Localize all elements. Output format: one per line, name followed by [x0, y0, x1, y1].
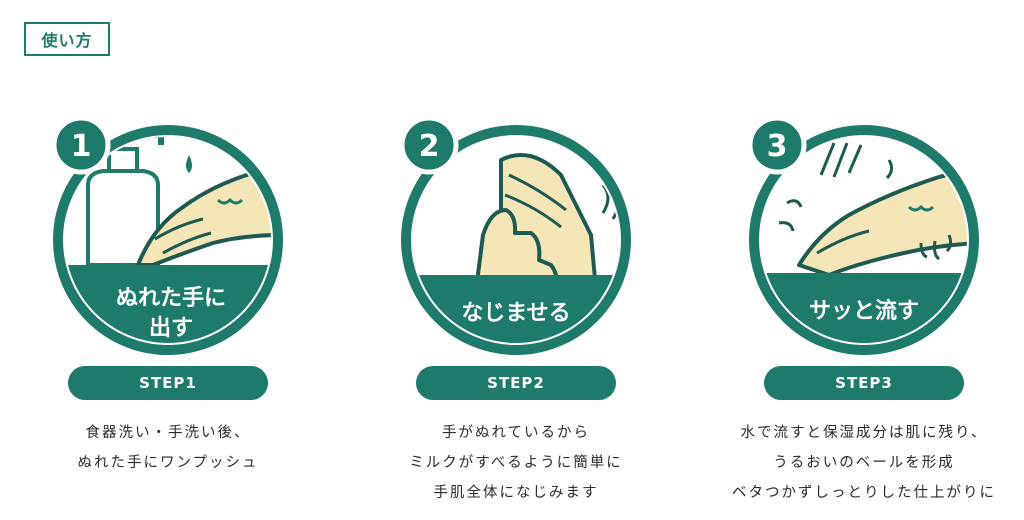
step-1-pill: STEP1	[68, 366, 268, 400]
rubbing-hands-icon: なじませる 2	[399, 115, 631, 355]
step-2-description: 手がぬれているから ミルクがすべるように簡単に 手肌全体になじみます	[366, 418, 666, 508]
step-1-label-line-1: ぬれた手に	[116, 286, 226, 311]
step-3-number-badge: 3	[767, 129, 788, 164]
step-2-label: なじませる	[461, 301, 570, 326]
step-2-desc-line-2: ミルクがすべるように簡単に	[409, 455, 623, 471]
step-1-label-line-2: 出す	[149, 316, 193, 341]
step-3-pill: STEP3	[764, 366, 964, 400]
step-2-pill: STEP2	[416, 366, 616, 400]
pump-bottle-hand-icon: ぬれた手に 出す 1	[51, 115, 283, 355]
step-3-desc-line-3: ベタつかずしっとりした仕上がりに	[732, 485, 996, 501]
step-1-desc-line-2: ぬれた手にワンプッシュ	[77, 455, 259, 471]
step-2-desc-line-3: 手肌全体になじみます	[433, 485, 599, 501]
step-3-desc-line-1: 水で流すと保湿成分は肌に残り、	[740, 425, 988, 441]
step-1-description: 食器洗い・手洗い後、 ぬれた手にワンプッシュ	[18, 418, 318, 478]
step-3-desc-line-2: うるおいのベールを形成	[773, 455, 955, 471]
step-3-label: サッと流す	[809, 298, 919, 324]
rinsing-hand-icon: サッと流す 3	[747, 115, 979, 355]
section-tag: 使い方	[24, 22, 110, 56]
step-1-number-badge: 1	[71, 129, 92, 164]
step-2-desc-line-1: 手がぬれているから	[441, 425, 591, 441]
step-3-description: 水で流すと保湿成分は肌に残り、 うるおいのベールを形成 ベタつかずしっとりした仕…	[714, 418, 1014, 508]
step-3: サッと流す 3 STEP3 水で流すと保湿成分は肌に残り、 うるおいのベールを形…	[714, 0, 1014, 520]
step-2-number-badge: 2	[419, 129, 440, 164]
step-1: ぬれた手に 出す 1 STEP1 食器洗い・手洗い後、 ぬれた手にワンプッシュ	[18, 0, 318, 520]
step-1-desc-line-1: 食器洗い・手洗い後、	[85, 425, 251, 441]
step-2: なじませる 2 STEP2 手がぬれているから ミルクがすべるように簡単に 手肌…	[366, 0, 666, 520]
